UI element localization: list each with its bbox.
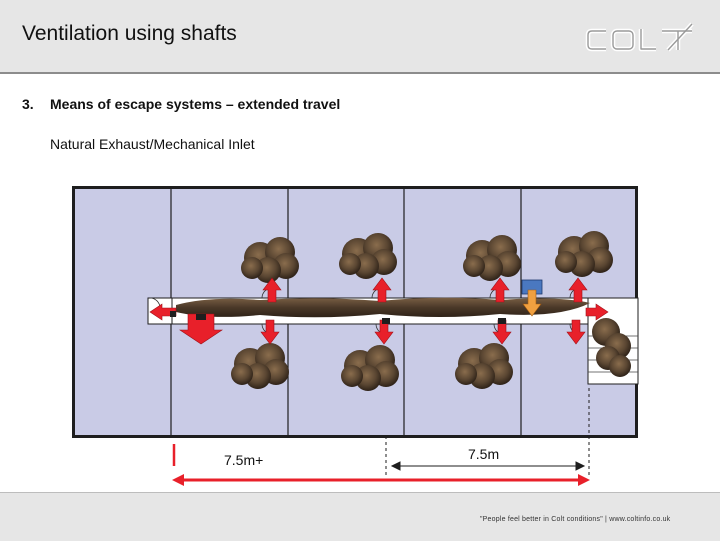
item-number: 3. bbox=[22, 96, 34, 112]
stair-arrow bbox=[585, 303, 609, 321]
dimension-label-right: 7.5m bbox=[468, 446, 500, 462]
exhaust-shaft-arrow bbox=[179, 313, 223, 345]
dimension-line-right bbox=[390, 461, 586, 471]
red-arrows-up bbox=[262, 277, 588, 303]
smoke-clouds-bottom bbox=[231, 318, 631, 391]
dimension-label-left: 7.5m+ bbox=[224, 452, 264, 468]
smoke-layer bbox=[176, 297, 590, 318]
header-bar bbox=[0, 0, 720, 74]
shaft-grille bbox=[196, 314, 206, 320]
page-title: Ventilation using shafts bbox=[22, 22, 237, 45]
footer-slogan: "People feel better in Colt conditions" … bbox=[480, 516, 671, 523]
footer-bar bbox=[0, 492, 720, 541]
red-arrows-down bbox=[260, 319, 586, 345]
inlet-arrow bbox=[522, 289, 542, 317]
subtitle: Natural Exhaust/Mechanical Inlet bbox=[50, 136, 255, 152]
dimension-line-full bbox=[172, 474, 590, 486]
smoke-clouds-top bbox=[241, 231, 613, 283]
colt-logo bbox=[585, 22, 694, 52]
item-heading: Means of escape systems – extended trave… bbox=[50, 96, 341, 112]
